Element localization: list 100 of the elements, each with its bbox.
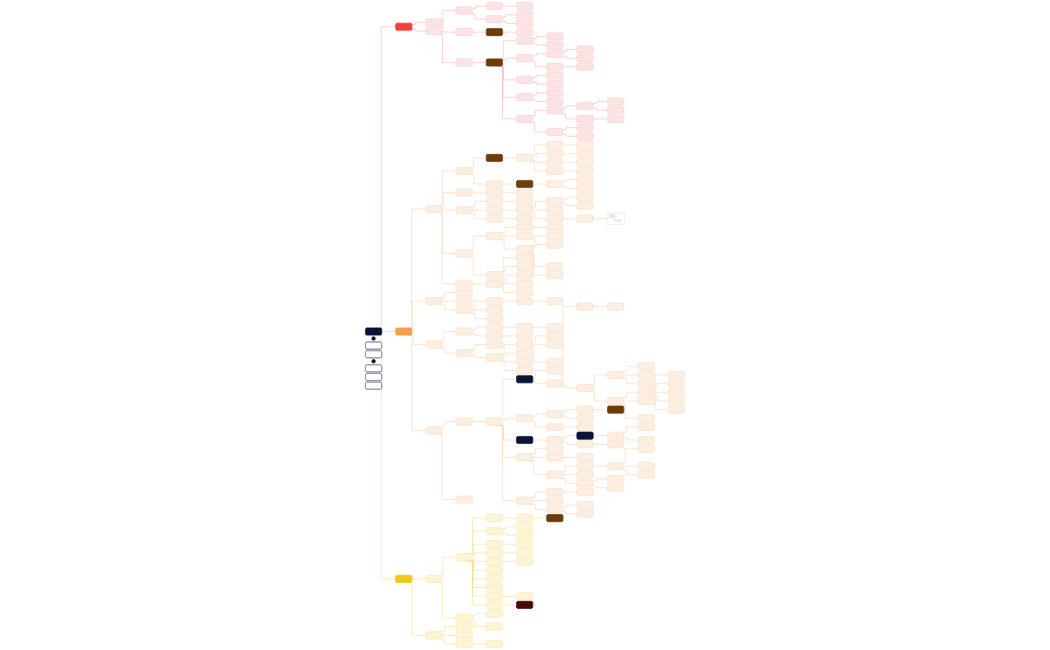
connector [502,543,517,545]
connector [621,366,639,372]
connector [472,62,487,63]
connector [652,383,669,390]
connector [562,504,578,508]
connector [562,56,578,59]
connector [411,28,427,32]
connector [562,511,578,515]
connector [562,218,578,220]
connector [562,416,578,419]
connector [502,14,517,18]
connector [593,409,608,410]
connector [472,5,487,9]
connector [562,179,578,182]
connector [532,326,548,328]
connector [442,31,457,33]
connector [621,392,639,398]
connector [502,533,517,536]
connector [562,49,578,52]
connector [470,621,487,627]
connector [562,457,578,458]
connector [530,421,548,428]
connector [532,99,548,102]
connector [472,613,487,616]
connector [440,626,457,633]
connector [472,643,487,645]
connector [502,352,517,356]
connector [470,213,487,220]
connector [562,186,578,189]
connector [621,426,639,433]
connector [472,355,487,358]
connector [562,442,578,445]
node-circle [371,336,376,341]
connector [442,635,457,636]
connector [470,201,487,207]
connector [465,560,487,606]
connector [472,421,487,422]
connector [502,517,517,519]
connector [502,596,517,597]
connector [502,300,517,302]
connector [502,326,517,328]
connector [532,344,548,345]
connector [532,381,548,384]
connector [532,244,548,248]
connector [562,474,578,476]
connector [654,392,669,393]
connector [562,162,578,163]
connector [621,469,639,476]
connector [560,465,578,472]
connector [440,421,457,428]
connector [502,192,517,194]
connector [472,552,487,556]
connector [562,409,578,413]
connector [562,127,578,130]
connector [532,82,548,85]
connector [502,21,517,24]
connector [502,418,517,421]
connector [381,331,397,332]
connector [502,526,517,530]
connector [470,13,487,20]
connector [472,559,487,562]
connector [502,57,517,61]
connector [438,331,457,342]
connector [532,500,548,502]
connector [532,43,548,46]
connector [411,578,427,580]
connector [562,153,578,154]
connector [502,552,517,554]
connector [532,300,548,302]
connector [562,203,578,207]
node-circle [371,359,376,364]
connector [621,378,639,384]
connector [560,113,578,120]
connector [593,101,608,104]
connector [532,75,548,78]
connector [472,192,487,194]
connector [562,435,578,439]
connector [532,227,548,228]
connector [593,485,608,489]
connector [532,36,548,39]
connector [593,306,608,308]
connector [502,31,517,33]
connector [502,218,517,220]
connector [532,160,548,163]
connector [440,638,457,645]
connector [593,435,608,437]
connector [472,31,487,33]
connector [593,444,608,445]
connector [532,153,548,156]
connector [440,292,457,298]
connector [593,218,608,220]
connector [502,604,517,606]
connector [373,335,397,580]
connector [593,108,608,111]
connector [532,457,548,458]
connector [530,335,548,342]
connector [532,517,548,519]
connector [470,313,487,319]
connector [411,22,427,25]
connector [649,395,669,410]
